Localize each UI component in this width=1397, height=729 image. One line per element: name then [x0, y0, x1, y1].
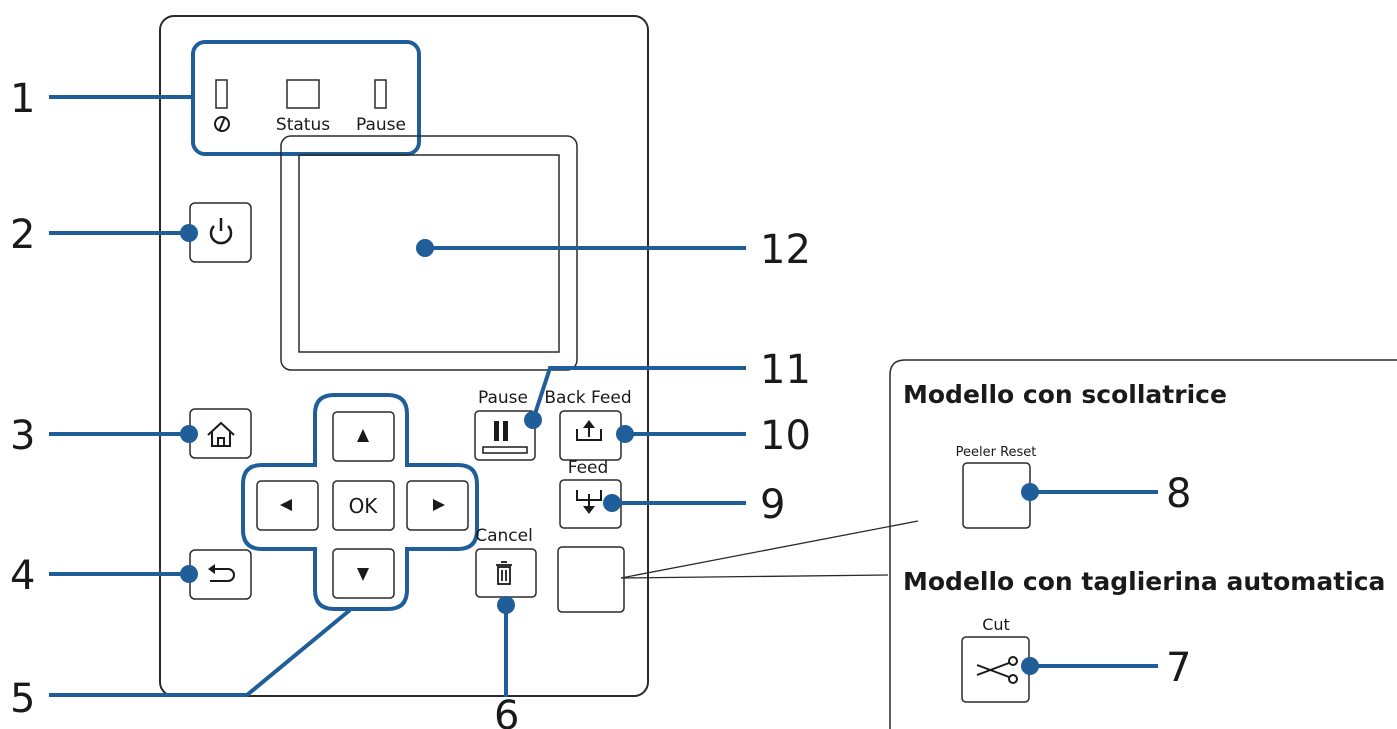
control-panel-frame: [159, 15, 649, 697]
ok-button-label: OK: [349, 494, 379, 518]
callout-12: 12: [760, 227, 811, 273]
pause-button[interactable]: [474, 410, 536, 461]
peeler-reset-button[interactable]: [962, 462, 1031, 529]
leader-to-cutter: [620, 574, 889, 579]
triangle-down-icon: [357, 568, 369, 581]
callout-8: 8: [1166, 471, 1191, 517]
optional-model-button[interactable]: [557, 546, 625, 613]
pause-button-label: Pause: [478, 388, 528, 408]
left-button[interactable]: [256, 480, 319, 531]
callout-lines: [49, 95, 1158, 697]
callout-11: 11: [760, 347, 811, 393]
lcd-screen-bezel: [280, 135, 578, 371]
scissors-icon: [976, 656, 1018, 684]
ok-button[interactable]: OK: [332, 480, 395, 531]
callout-6: 6: [494, 693, 519, 729]
trash-icon: [496, 561, 512, 585]
lcd-screen: [298, 154, 560, 353]
back-feed-icon: [576, 420, 602, 441]
inset-frame: [889, 359, 1397, 729]
callout-3: 3: [10, 413, 35, 459]
callout-2: 2: [10, 212, 35, 258]
power-led: [215, 79, 228, 109]
cancel-button[interactable]: [475, 548, 537, 598]
triangle-left-icon: [280, 499, 292, 511]
callout-4: 4: [10, 553, 35, 599]
triangle-up-icon: [357, 429, 369, 442]
feed-button[interactable]: [559, 479, 622, 529]
callout-dots: [180, 224, 1039, 675]
cut-button-label: Cut: [982, 615, 1010, 634]
status-led: [286, 79, 320, 109]
dpad-group-highlight: [241, 393, 479, 611]
pause-led-label: Pause: [356, 115, 406, 135]
feed-icon: [576, 490, 602, 514]
back-feed-button[interactable]: [559, 410, 622, 461]
leader-to-peeler: [620, 520, 919, 579]
callout-5: 5: [10, 676, 35, 722]
triangle-right-icon: [433, 499, 445, 511]
power-button[interactable]: [189, 202, 252, 263]
callout-10: 10: [760, 413, 811, 459]
down-button[interactable]: [332, 548, 395, 599]
right-button[interactable]: [406, 480, 469, 531]
callout-7: 7: [1166, 645, 1191, 691]
up-button[interactable]: [332, 411, 395, 462]
home-button[interactable]: [189, 408, 252, 459]
power-icon: [209, 218, 233, 245]
pause-icon: [482, 421, 528, 454]
pause-led: [374, 79, 387, 109]
cancel-button-label: Cancel: [475, 526, 533, 546]
power-led-icon: [214, 116, 230, 132]
status-led-label: Status: [276, 115, 330, 135]
back-feed-button-label: Back Feed: [544, 388, 631, 408]
callout-9: 9: [760, 482, 785, 528]
peeler-model-title: Modello con scollatrice: [903, 380, 1227, 409]
cut-button[interactable]: [961, 636, 1030, 703]
peeler-reset-button-label: Peeler Reset: [956, 445, 1037, 460]
callout-1: 1: [10, 76, 35, 122]
back-button[interactable]: [189, 549, 252, 600]
cutter-model-title: Modello con taglierina automatica: [903, 567, 1385, 596]
home-icon: [207, 421, 235, 447]
back-arrow-icon: [208, 564, 235, 582]
feed-button-label: Feed: [568, 458, 609, 478]
